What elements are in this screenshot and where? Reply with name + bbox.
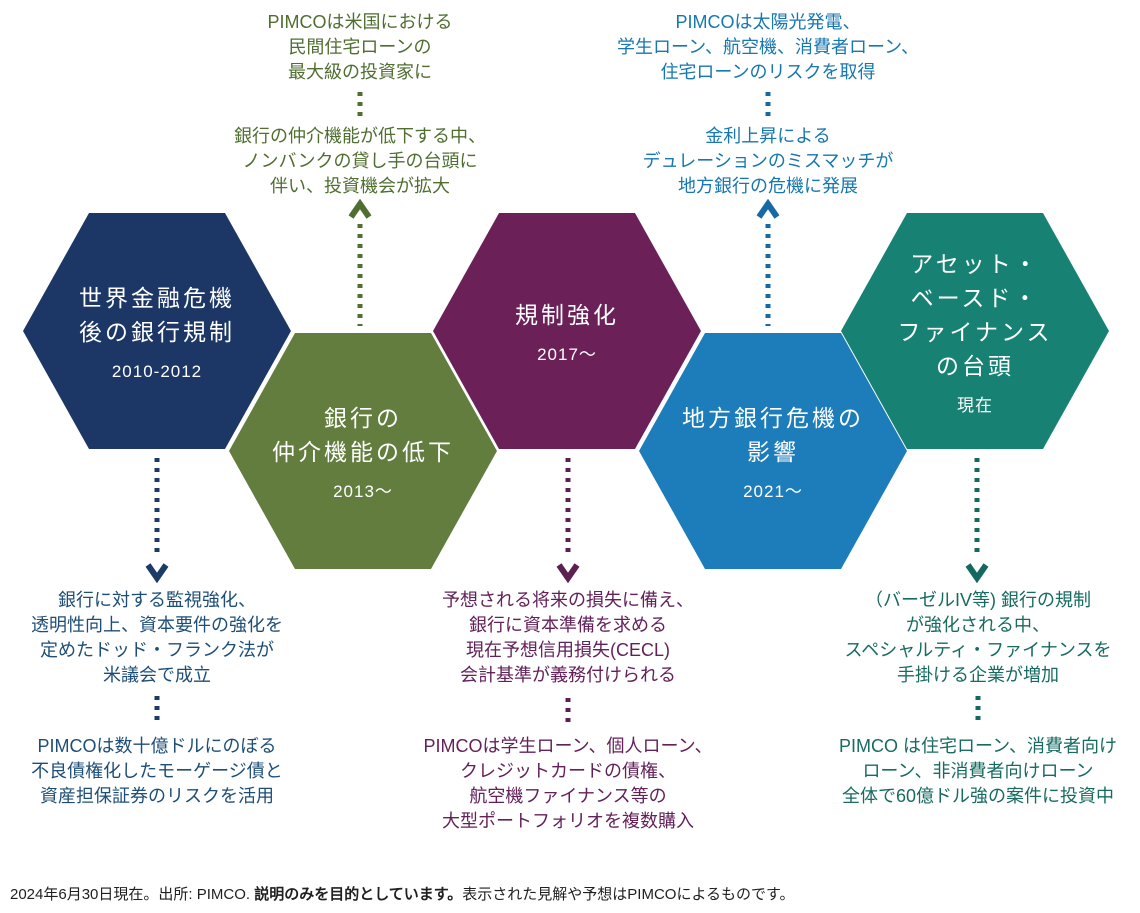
arrow-up-blue-icon	[756, 198, 780, 326]
hexagon-shape-blue	[639, 333, 907, 569]
arrow-up-green-icon	[348, 198, 372, 326]
note-bottom-right-block1: （バーゼルIV等) 銀行の規制 が強化される中、 スペシャルティ・ファイナンスを…	[844, 590, 1112, 685]
note-bottom-mid-block2: PIMCOは学生ローン、個人ローン、 クレジットカードの債権、 航空機ファイナン…	[423, 736, 713, 831]
footer-text-before: 2024年6月30日現在。出所: PIMCO.	[10, 886, 255, 903]
note-top-left-block1: PIMCOは米国における 民間住宅ローンの 最大級の投資家に	[267, 12, 453, 82]
footer-text-after: 表示された見解や予想はPIMCOによるものです。	[462, 886, 795, 903]
hexagon-regional-bank-crisis-impact: 地方銀行危機の 影響 2021〜	[639, 333, 907, 569]
hexagon-subtitle-1: 2010-2012	[111, 361, 203, 381]
hexagon-text-5: アセット・ ベースド・ ファイナンス の台頭 現在	[841, 213, 1109, 449]
note-top-right-block1: PIMCOは太陽光発電、 学生ローン、航空機、消費者ローン、 住宅ローンのリスク…	[616, 12, 920, 82]
arrow-down-navy-head	[145, 563, 169, 584]
hexagon-polygon-blue	[639, 333, 907, 569]
arrow-up-blue-head	[756, 198, 780, 219]
arrow-up-green-head	[348, 198, 372, 219]
hexagon-subtitle-4: 2021〜	[743, 481, 803, 501]
hexagon-tighter-regulation: 規制強化 2017〜	[433, 213, 701, 449]
hexagon-shape-purple	[433, 213, 701, 449]
hexagon-post-gfc-bank-regulation: 世界金融危機 後の銀行規制 2010-2012	[23, 213, 291, 449]
hexagon-shape-navy	[23, 213, 291, 449]
hexagon-title-1: 世界金融危機 後の銀行規制	[79, 284, 235, 345]
hexagon-title-5: アセット・ ベースド・ ファイナンス の台頭	[897, 250, 1053, 379]
arrow-down-teal-head	[965, 563, 989, 584]
hexagon-shape-teal	[841, 213, 1109, 449]
arrow-down-purple-head	[556, 563, 580, 584]
hexagon-text-3: 規制強化 2017〜	[433, 213, 701, 449]
hexagon-subtitle-3: 2017〜	[537, 344, 597, 364]
arrow-down-purple-icon	[556, 458, 580, 584]
hexagon-title-4: 地方銀行危機の 影響	[682, 404, 864, 465]
footer-disclaimer: 2024年6月30日現在。出所: PIMCO. 説明のみを目的としています。表示…	[10, 884, 1130, 905]
hexagon-text-2: 銀行の 仲介機能の低下 2013〜	[229, 333, 497, 569]
arrow-down-teal-icon	[965, 458, 989, 584]
note-bottom-left-block1: 銀行に対する監視強化、 透明性向上、資本要件の強化を 定めたドッド・フランク法が…	[31, 590, 283, 685]
hexagon-polygon-green	[229, 333, 497, 569]
hexagon-title-3: 規制強化	[515, 301, 619, 328]
note-top-right-block2: 金利上昇による デュレーションのミスマッチが 地方銀行の危機に発展	[642, 126, 894, 196]
hexagon-title-2: 銀行の 仲介機能の低下	[272, 404, 454, 465]
note-bottom-left-block2: PIMCOは数十億ドルにのぼる 不良債権化したモーゲージ債と 資産担保証券のリス…	[31, 736, 283, 806]
hexagon-polygon-teal	[841, 213, 1109, 449]
arrow-down-navy-icon	[145, 458, 169, 584]
hexagon-polygon-purple	[433, 213, 701, 449]
note-top-left-block2: 銀行の仲介機能が低下する中、 ノンバンクの貸し手の台頭に 伴い、投資機会が拡大	[234, 126, 486, 196]
note-bottom-right-block2: PIMCO は住宅ローン、消費者向け ローン、非消費者向けローン 全体で60億ド…	[838, 736, 1118, 806]
hexagon-text-1: 世界金融危機 後の銀行規制 2010-2012	[23, 213, 291, 449]
hexagon-shape-green	[229, 333, 497, 569]
hexagon-subtitle-2: 2013〜	[333, 481, 393, 501]
footer-text-bold: 説明のみを目的としています。	[254, 886, 463, 903]
hexagon-subtitle-5: 現在	[957, 395, 993, 415]
note-bottom-mid-block1: 予想される将来の損失に備え、 銀行に資本準備を求める 現在予想信用損失(CECL…	[442, 590, 694, 685]
hexagon-polygon-navy	[23, 213, 291, 449]
hexagon-decline-of-bank-intermediation: 銀行の 仲介機能の低下 2013〜	[229, 333, 497, 569]
hexagon-text-4: 地方銀行危機の 影響 2021〜	[639, 333, 907, 569]
hexagon-rise-of-asset-based-finance: アセット・ ベースド・ ファイナンス の台頭 現在	[841, 213, 1109, 449]
